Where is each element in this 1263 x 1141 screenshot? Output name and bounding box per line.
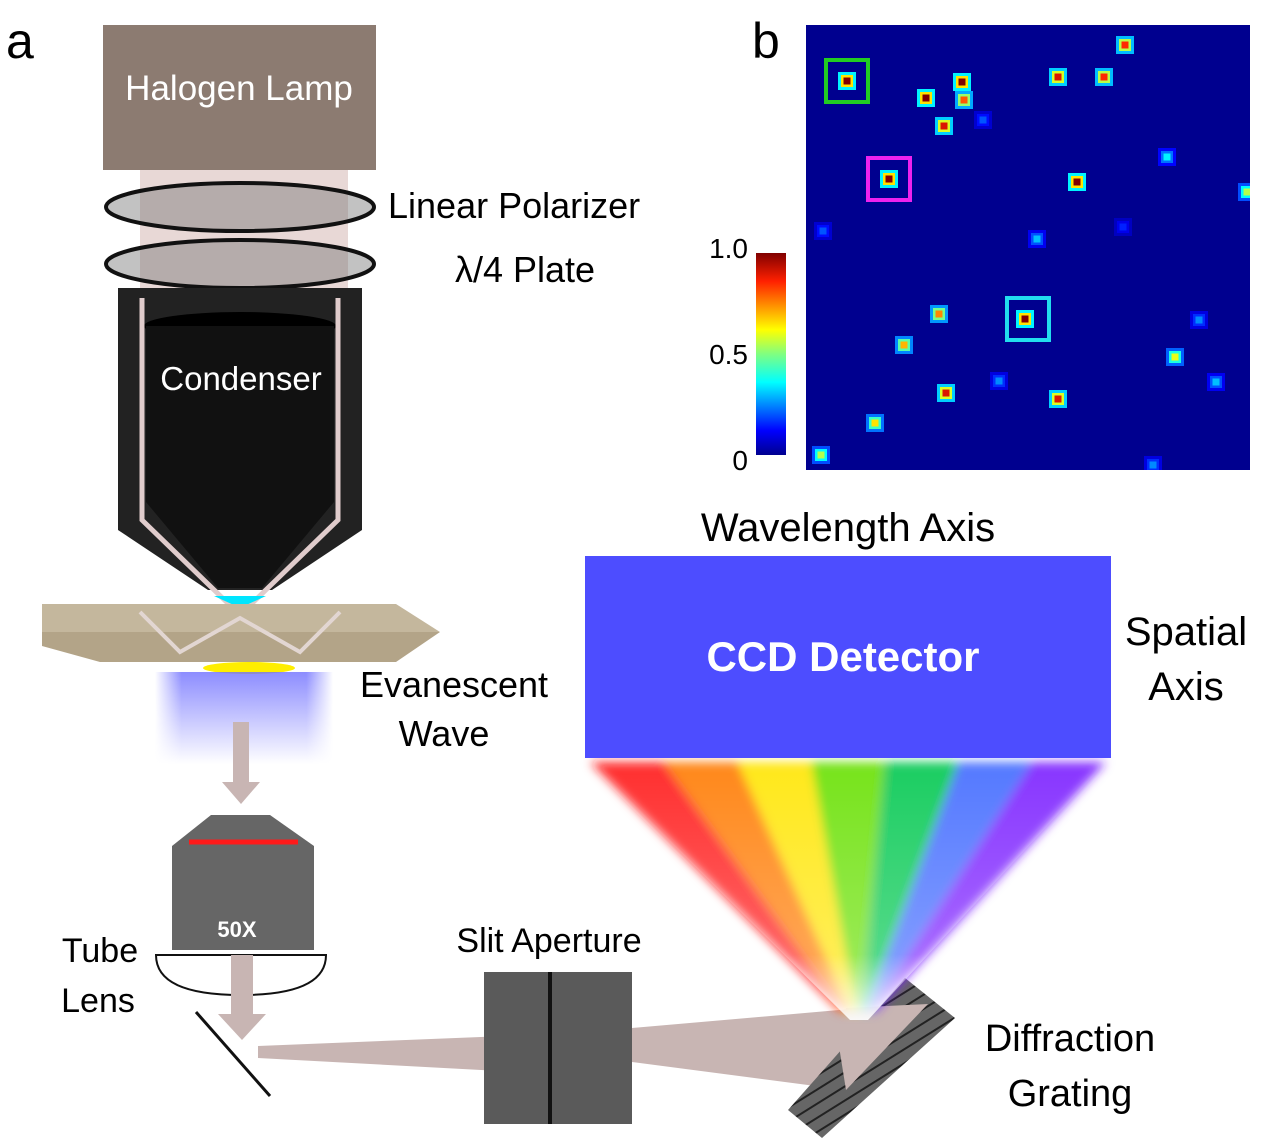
tube-beam-arrow-shaft — [231, 955, 253, 1017]
tube-beam-arrow-head — [218, 1014, 266, 1040]
intensity-spot — [1212, 378, 1220, 386]
intensity-spot — [900, 341, 908, 349]
intensity-spot — [960, 96, 968, 104]
intensity-spot — [1054, 73, 1062, 81]
intensity-spot — [819, 227, 827, 235]
ccd-detector — [585, 556, 1111, 758]
intensity-spot — [1163, 153, 1171, 161]
tube-lens-label-2: Lens — [61, 982, 135, 1020]
intensity-spots — [812, 36, 1250, 470]
slit-aperture — [484, 972, 632, 1124]
intensity-spot — [1149, 461, 1157, 469]
intensity-spot — [979, 116, 987, 124]
colorbar — [756, 253, 786, 455]
intensity-spot — [1195, 316, 1203, 324]
condenser-inner-body — [146, 326, 334, 588]
highlight-box-green — [824, 58, 870, 104]
grating-beam-overlay — [838, 1004, 928, 1090]
illumination-beam — [140, 168, 348, 298]
panel-a-label: a — [6, 13, 34, 69]
slit-aperture-label: Slit Aperture — [456, 922, 641, 960]
colorbar-tick-min: 0 — [732, 445, 748, 476]
fold-mirror — [194, 1011, 272, 1097]
signal-arrow-head — [222, 782, 260, 804]
spatial-axis-label-2: Axis — [1148, 665, 1224, 709]
intensity-spot — [935, 310, 943, 318]
sample-slide-front — [42, 632, 440, 662]
linear-polarizer-label: Linear Polarizer — [388, 185, 640, 226]
intensity-spot — [958, 78, 966, 86]
objective-lens — [172, 815, 314, 950]
objective-magnification-label: 50X — [217, 917, 256, 942]
highlight-box-cyan — [1005, 296, 1051, 342]
spectrum-fade — [585, 758, 1110, 1020]
intensity-spot — [1243, 188, 1250, 196]
quarter-wave-plate-label: λ/4 Plate — [455, 249, 595, 290]
intensity-spot — [871, 419, 879, 427]
linear-polarizer — [104, 181, 376, 233]
tube-lens-label-1: Tube — [62, 932, 138, 970]
evanescent-wave-label-1: Evanescent — [360, 664, 548, 705]
wavelength-axis-label: Wavelength Axis — [701, 506, 995, 550]
quarter-wave-plate — [104, 238, 376, 290]
intensity-spot — [1054, 395, 1062, 403]
highlight-box-magenta — [866, 156, 912, 202]
intensity-spot — [843, 77, 851, 85]
ccd-detector-label: CCD Detector — [706, 633, 979, 680]
intensity-spot — [1073, 178, 1081, 186]
condenser-label: Condenser — [160, 360, 321, 397]
intensity-spot — [942, 389, 950, 397]
panel-b-label: b — [752, 13, 780, 69]
colorbar-tick-mid: 0.5 — [709, 339, 748, 370]
halogen-lamp-label: Halogen Lamp — [125, 69, 353, 108]
total-internal-reflection-path — [138, 610, 342, 655]
diffraction-grating-label-1: Diffraction — [985, 1018, 1155, 1060]
intensity-spot — [885, 175, 893, 183]
intensity-spot — [1100, 73, 1108, 81]
signal-arrow-shaft — [233, 722, 249, 784]
intensity-spot — [995, 377, 1003, 385]
intensity-spot — [1121, 41, 1129, 49]
halogen-lamp — [103, 25, 376, 170]
intensity-spot — [1171, 353, 1179, 361]
sample-spot — [203, 662, 295, 674]
intensity-spot — [817, 451, 825, 459]
spatial-axis-label-1: Spatial — [1125, 610, 1247, 654]
relay-beam — [258, 1034, 556, 1074]
intensity-spot — [1119, 223, 1127, 231]
colorbar-tick-max: 1.0 — [709, 233, 748, 264]
intensity-spot — [922, 94, 930, 102]
diffraction-grating-label-2: Grating — [1008, 1073, 1133, 1115]
intensity-spot — [940, 122, 948, 130]
intensity-spot — [1033, 235, 1041, 243]
intensity-spot — [1021, 315, 1029, 323]
evanescent-wave-label-2: Wave — [399, 713, 490, 754]
